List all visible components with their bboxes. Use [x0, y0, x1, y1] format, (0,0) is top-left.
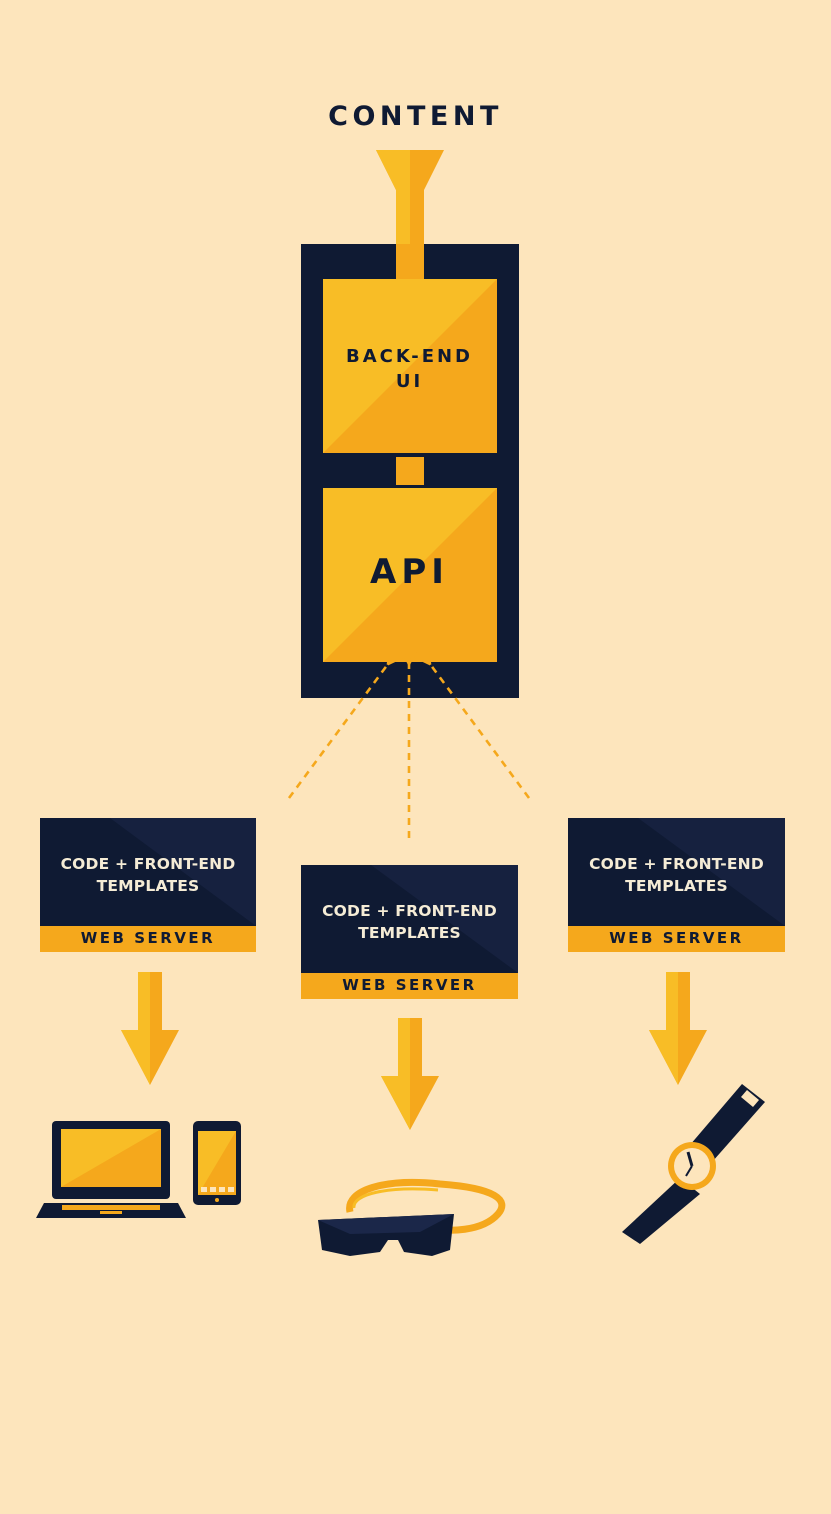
api-label: API [370, 552, 449, 592]
api-request-arrows [287, 664, 531, 838]
code-templates-label-left: CODE + FRONT-END TEMPLATES [40, 853, 256, 897]
web-server-label-right: WEB SERVER [609, 929, 744, 947]
code-line2: TEMPLATES [625, 877, 728, 895]
code-line1: CODE + FRONT-END [322, 902, 497, 920]
web-server-left [40, 818, 256, 952]
web-server-center [301, 865, 518, 999]
web-server-right [568, 818, 785, 952]
code-templates-label-center: CODE + FRONT-END TEMPLATES [301, 900, 518, 944]
code-line2: TEMPLATES [358, 924, 461, 942]
backend-ui-box [323, 279, 497, 453]
smartwatch-icon [622, 1084, 765, 1244]
content-funnel-icon [376, 150, 444, 274]
code-line1: CODE + FRONT-END [60, 855, 236, 873]
code-templates-label-right: CODE + FRONT-END TEMPLATES [568, 853, 785, 897]
backend-ui-label-line2: UI [395, 371, 424, 392]
backend-ui-label-line1: BACK-END [345, 346, 474, 367]
down-arrow-right-icon [649, 972, 707, 1085]
content-label: CONTENT [328, 101, 503, 132]
laptop-icon [36, 1121, 186, 1218]
phone-icon [193, 1121, 241, 1205]
vr-headset-icon [318, 1178, 506, 1256]
funnel-stem [396, 244, 424, 280]
code-line2: TEMPLATES [96, 877, 200, 895]
api-box [323, 488, 497, 662]
web-server-label-left: WEB SERVER [80, 929, 216, 947]
down-arrow-left-icon [121, 972, 179, 1085]
down-arrow-center-icon [381, 1018, 439, 1130]
connector [396, 457, 424, 485]
web-server-label-center: WEB SERVER [342, 976, 477, 994]
backend-ui-label: BACK-END UI [323, 344, 496, 394]
code-line1: CODE + FRONT-END [589, 855, 764, 873]
